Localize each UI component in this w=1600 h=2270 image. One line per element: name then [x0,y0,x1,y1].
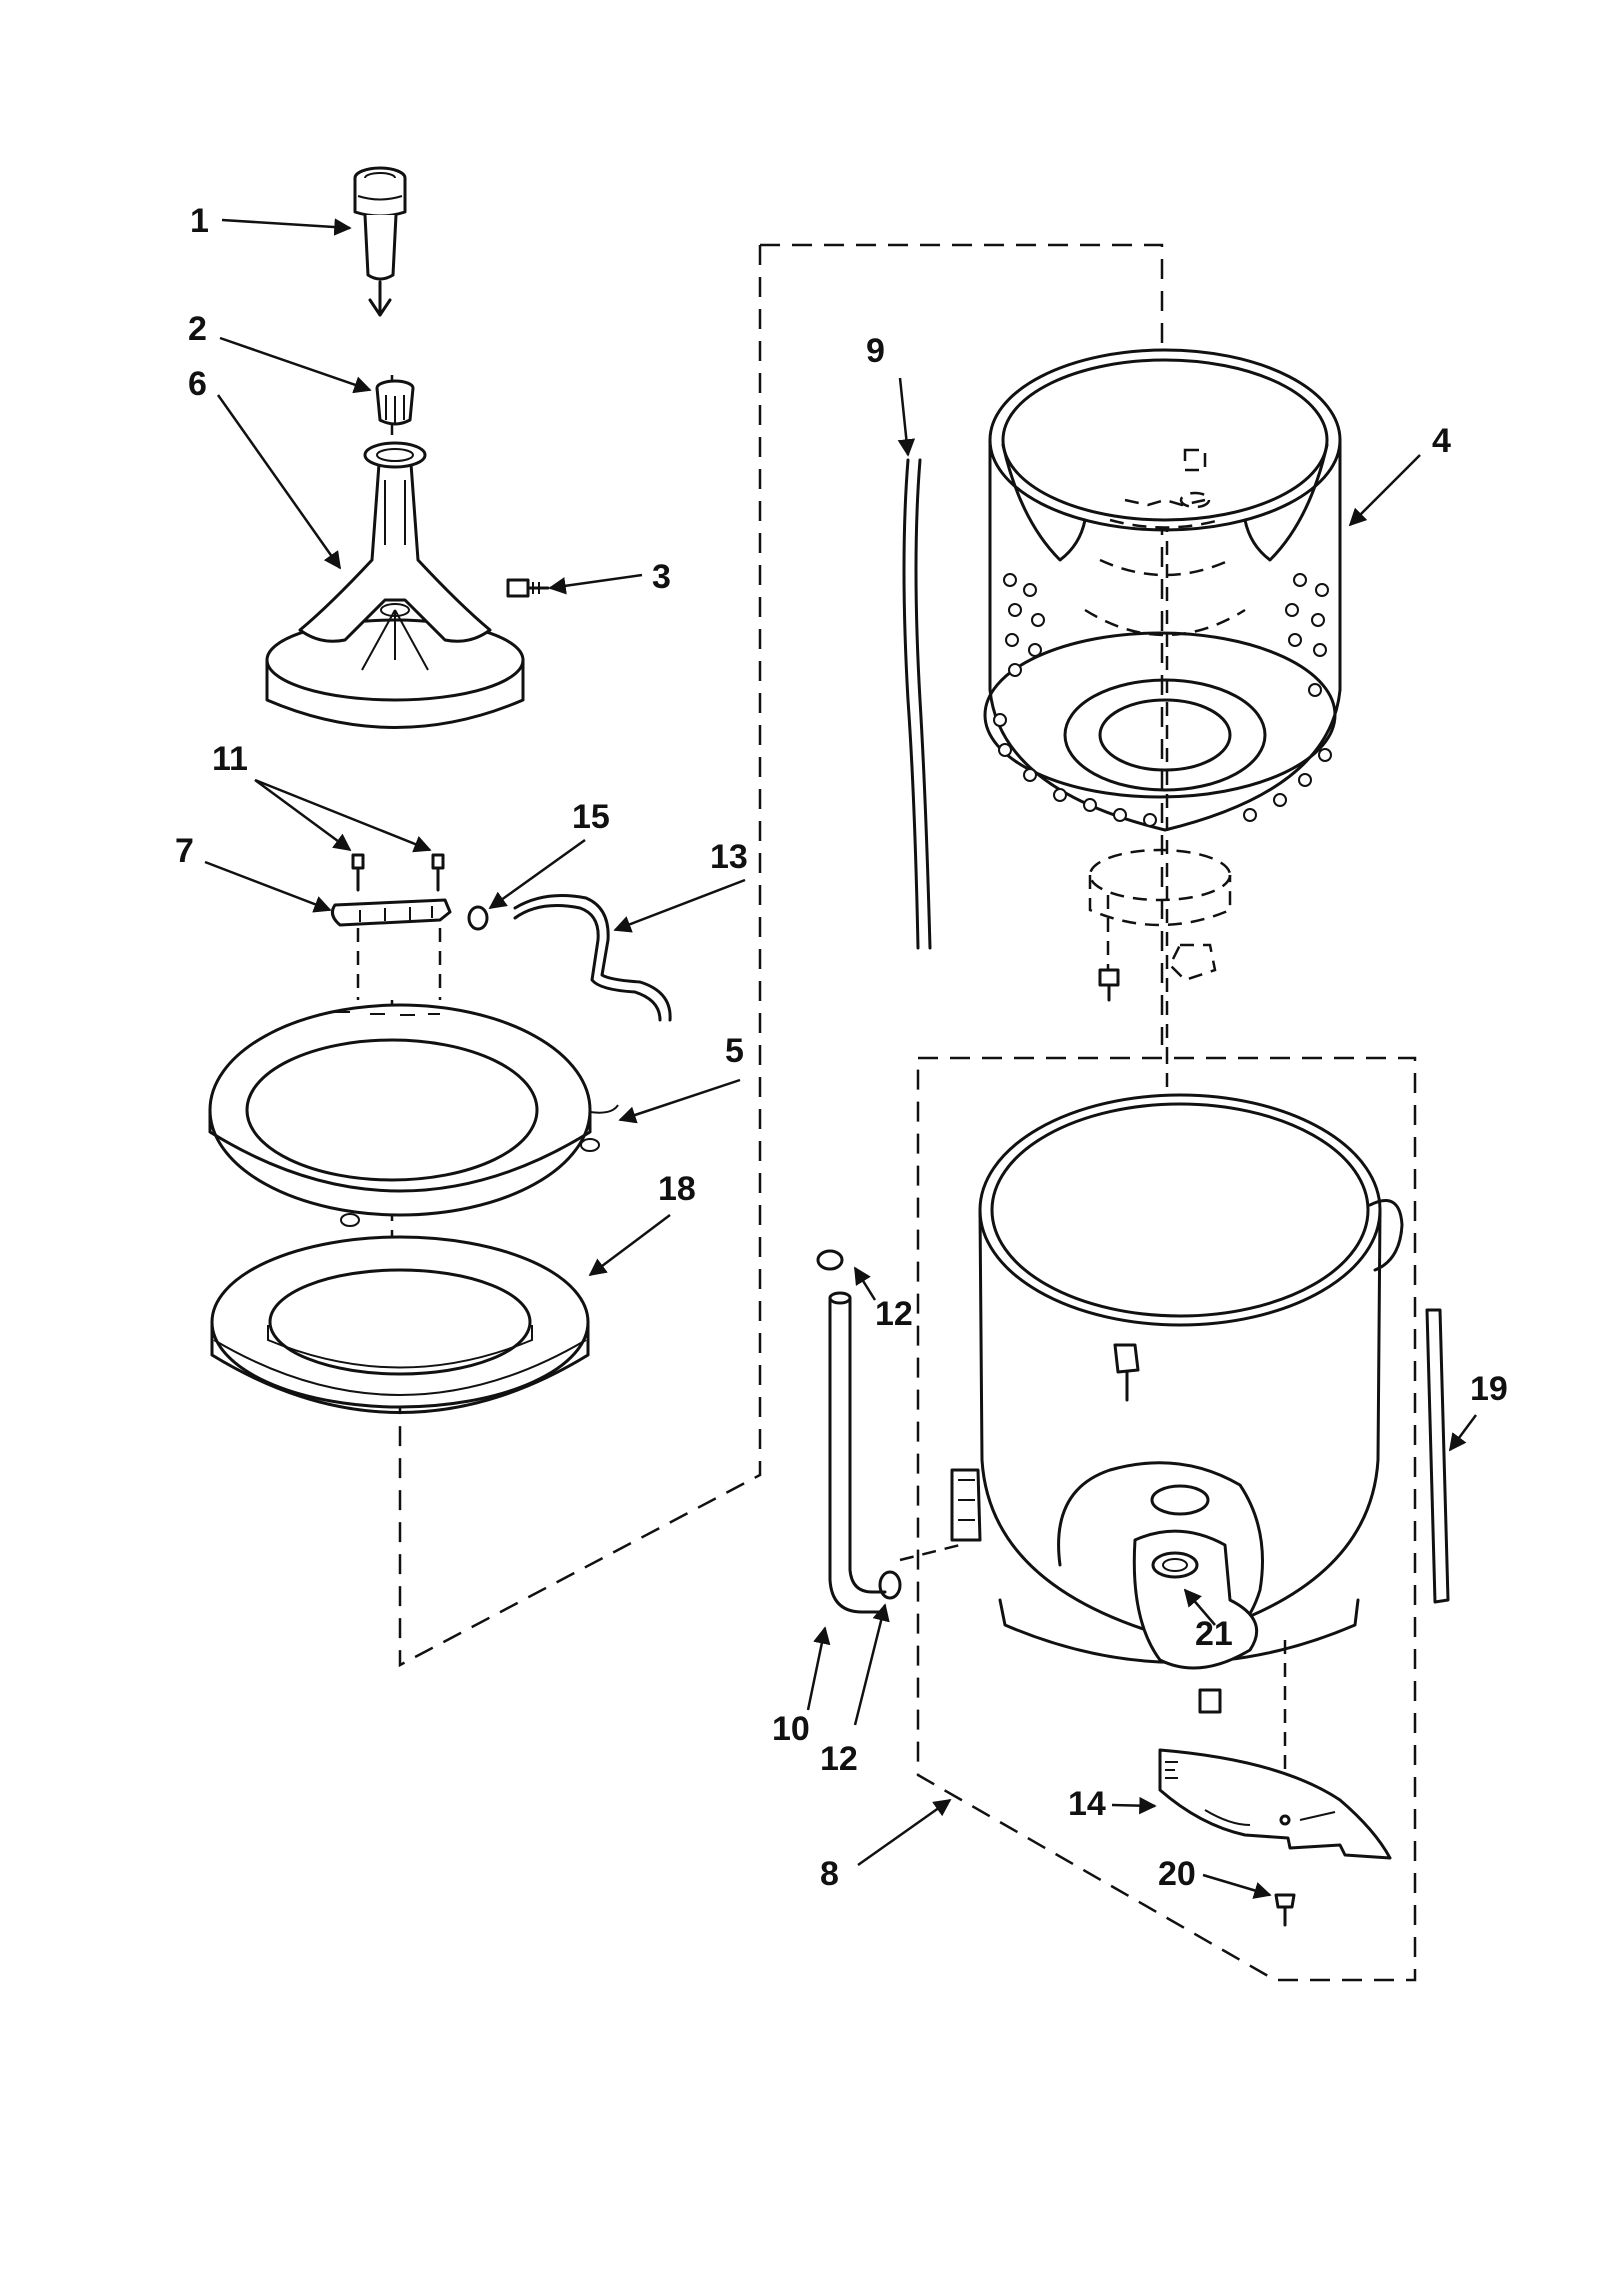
callout-4: 6 [188,365,207,403]
part-tube-9 [902,458,932,950]
part-shield [1158,1748,1392,1860]
callout-5: 5 [725,1032,744,1070]
part-screw [506,578,550,598]
callout-9: 9 [866,332,885,370]
callout-14: 14 [1068,1785,1106,1823]
callout-10: 10 [772,1710,810,1748]
part-hose-13 [513,894,672,1022]
part-tub-seal [210,1235,590,1414]
assembly-outline-left [398,243,1164,1668]
callout-13: 13 [710,838,748,876]
callout-12-top: 12 [875,1295,913,1333]
callout-3: 3 [652,558,671,596]
assembly-outline-tub [916,1056,1417,1982]
part-clamp-15 [467,905,489,931]
callout-labels: 1 2 6 3 11 7 15 13 5 18 9 4 12 19 10 12 … [175,202,1508,1893]
part-bracket [330,898,452,927]
callout-18: 18 [658,1170,696,1208]
callout-8: 8 [820,1855,839,1893]
callout-20: 20 [1158,1855,1196,1893]
callout-7: 7 [175,832,194,870]
callout-15: 15 [572,798,610,836]
callout-21: 21 [1195,1615,1233,1653]
part-screws-pair [351,853,445,892]
part-spline-nut [375,379,415,426]
part-cap [353,166,407,317]
callout-19: 19 [1470,1370,1508,1408]
part-screw-20 [1274,1893,1296,1927]
part-strip-19 [1425,1308,1450,1604]
part-outer-tub [950,1093,1404,1714]
leader-lines [204,218,1478,1899]
part-tub-ring [208,1003,619,1227]
part-drain-hose [828,1291,887,1614]
callout-11: 11 [212,740,248,778]
callout-12-bottom: 12 [820,1740,858,1778]
basket-perforations [993,573,1332,827]
callout-6: 4 [1432,422,1451,460]
part-clamp-12-bottom [878,1570,902,1600]
callout-1: 1 [190,202,209,240]
part-spin-basket [983,348,1342,1002]
callout-2: 2 [188,310,207,348]
part-clamp-12-top [816,1249,844,1271]
part-agitator [265,441,525,729]
